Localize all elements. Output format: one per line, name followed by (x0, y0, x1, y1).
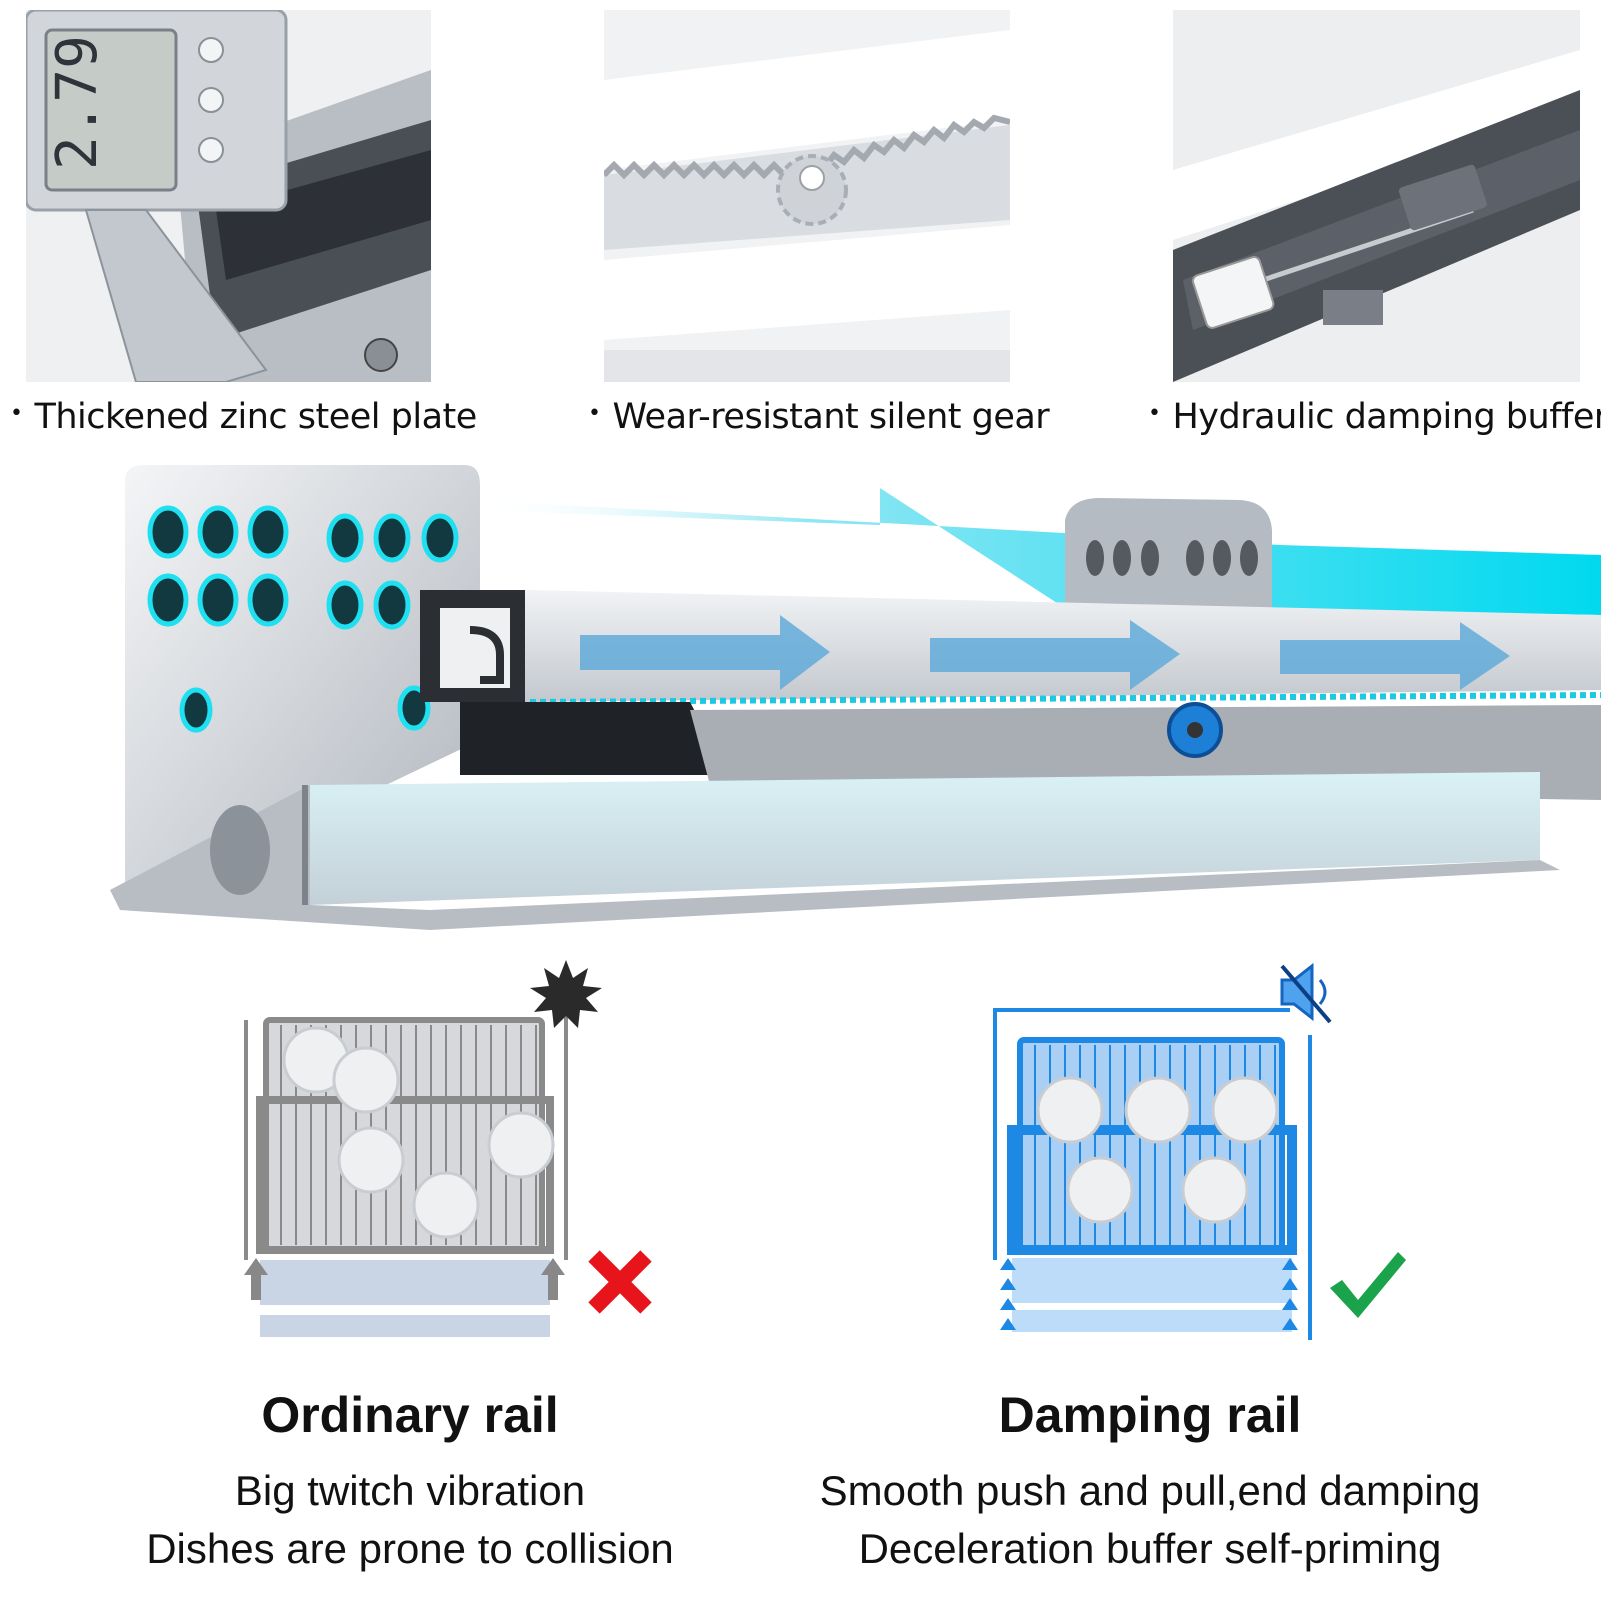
feature-label: Wear-resistant silent gear (612, 397, 1050, 437)
damping-rail-desc-line2: Deceleration buffer self-priming (858, 1525, 1442, 1572)
arrow-up-icon (244, 1258, 565, 1300)
motion-arrow-band (470, 488, 1601, 615)
bullet-icon: • (10, 401, 23, 426)
direction-arrows (580, 615, 1510, 690)
red-x-icon (588, 1250, 652, 1314)
lower-rail (310, 772, 1540, 905)
caliper-reading: 2.79 (45, 35, 110, 170)
feature-label: Hydraulic damping buffer (1172, 397, 1601, 437)
damping-rail-title: Damping rail (998, 1387, 1302, 1443)
damping-rail-desc-line1: Smooth push and pull,end damping (819, 1467, 1481, 1514)
collision-burst-icon (530, 960, 602, 1028)
gear-rack-photo (604, 10, 1010, 382)
hydraulic-buffer-photo (1173, 10, 1580, 382)
scattered-plates (282, 1026, 555, 1239)
drawer-rail-hero-illustration (0, 440, 1601, 980)
feature-caption-silent-gear: • Wear-resistant silent gear (588, 395, 1050, 440)
green-check-icon (1328, 1250, 1406, 1320)
ordinary-rail-illustration (236, 960, 736, 1360)
bullet-icon: • (1148, 401, 1161, 426)
feature-caption-hydraulic-buffer: • Hydraulic damping buffer (1148, 395, 1601, 440)
bullet-icon: • (588, 401, 601, 426)
ordinary-rail-desc-line1: Big twitch vibration (234, 1467, 586, 1514)
ordinary-rail-desc-line2: Dishes are prone to collision (146, 1525, 674, 1572)
feature-label: Thickened zinc steel plate (34, 397, 477, 437)
buffer-arrows-icon (1000, 1258, 1298, 1330)
ordinary-rail-title: Ordinary rail (261, 1387, 559, 1443)
caliper-measurement-photo: 2.79 (26, 10, 431, 382)
mounting-holes (147, 505, 459, 733)
aligned-plates (1036, 1076, 1279, 1224)
feature-caption-zinc-plate: • Thickened zinc steel plate (10, 395, 477, 440)
mute-speaker-icon (1280, 962, 1332, 1024)
damping-rail-illustration (990, 960, 1490, 1360)
rear-bracket (1065, 498, 1272, 615)
